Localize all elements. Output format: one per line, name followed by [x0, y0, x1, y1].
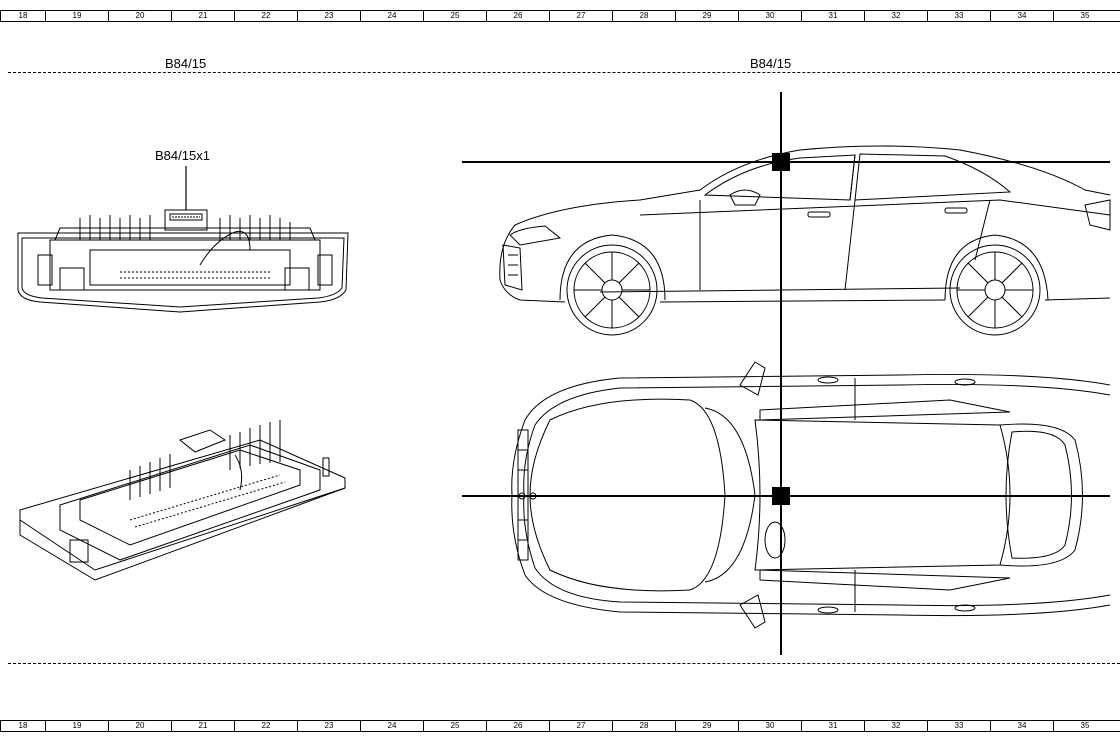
ruler-cell: 22	[234, 721, 297, 731]
ruler-cell: 35	[1053, 11, 1116, 21]
ruler-cell: 25	[423, 721, 486, 731]
ruler-cell: 32	[864, 11, 927, 21]
ruler-cell: 27	[549, 721, 612, 731]
ruler-cell: 33	[927, 11, 990, 21]
ruler-cell: 18	[0, 721, 45, 731]
control-unit-flat-view	[17, 209, 349, 313]
ruler-cell: 19	[45, 721, 108, 731]
ruler-cell: 28	[612, 11, 675, 21]
ruler-cell: 20	[108, 721, 171, 731]
section-label-left: B84/15	[165, 56, 207, 71]
ruler-cell: 25	[423, 11, 486, 21]
section-bottom-dashed-line	[8, 663, 1120, 664]
connector-label: B84/15x1	[155, 148, 210, 163]
location-marker-side-view	[772, 153, 790, 171]
ruler-cell: 20	[108, 11, 171, 21]
ruler-cell: 18	[0, 11, 45, 21]
rear-wheel-side	[949, 244, 1041, 336]
ruler-cell: 34	[990, 11, 1053, 21]
ruler-cell: 28	[612, 721, 675, 731]
section-label-right: B84/15	[750, 56, 792, 71]
cooling-fins-flat	[79, 215, 291, 240]
front-wheel-side	[566, 244, 658, 336]
ruler-cell: 24	[360, 11, 423, 21]
ruler-cell: 21	[171, 11, 234, 21]
ruler-cell: 31	[801, 721, 864, 731]
ruler-cell: 26	[486, 721, 549, 731]
ruler-cell: 34	[990, 721, 1053, 731]
control-unit-isometric-view	[19, 420, 346, 581]
vehicle-side-view	[499, 145, 1111, 303]
ruler-cell: 35	[1053, 721, 1116, 731]
ruler-cell: 19	[45, 11, 108, 21]
ruler-cell: 26	[486, 11, 549, 21]
ruler-cell: 30	[738, 721, 801, 731]
ruler-cell: 32	[864, 721, 927, 731]
ruler-cell: 29	[675, 721, 738, 731]
ruler-cell: 27	[549, 11, 612, 21]
location-marker-top-view	[772, 487, 790, 505]
cooling-fins-isometric	[129, 420, 281, 500]
ruler-cell: 29	[675, 11, 738, 21]
ruler-cell: 22	[234, 11, 297, 21]
ruler-cell: 33	[927, 721, 990, 731]
ruler-cell: 31	[801, 11, 864, 21]
ruler-cell: 23	[297, 721, 360, 731]
ruler-cell: 30	[738, 11, 801, 21]
ruler-cell: 24	[360, 721, 423, 731]
ruler-cell: 21	[171, 721, 234, 731]
section-top-dashed-line	[8, 72, 1120, 73]
ruler-cell: 23	[297, 11, 360, 21]
